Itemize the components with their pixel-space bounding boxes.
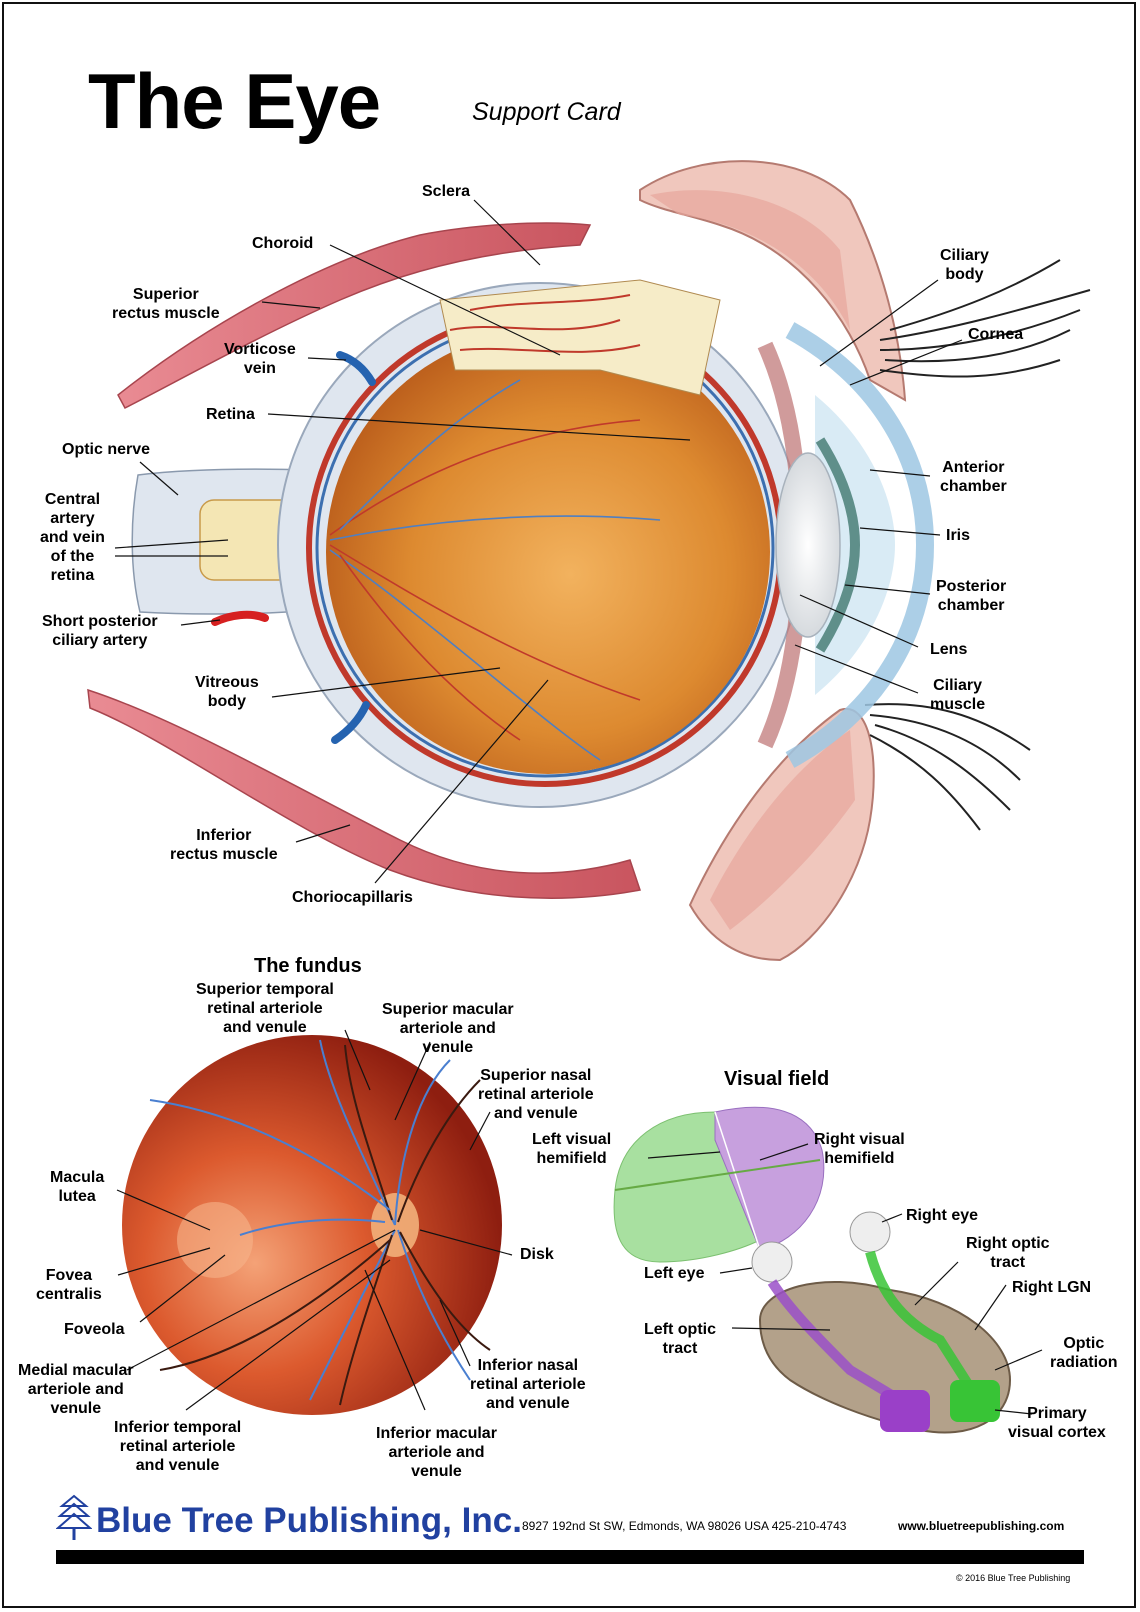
fundus-illustration: [116, 1029, 513, 1415]
brain-section: [758, 1281, 1012, 1434]
wall-cutaway: [439, 279, 721, 396]
fundus-title: The fundus: [254, 955, 362, 977]
right-hemifield-shape: [714, 1106, 825, 1251]
footer-divider: [56, 1550, 1084, 1564]
vitreous-body: [326, 330, 770, 774]
cornea: [785, 322, 935, 768]
vorticose-vein-lower: [331, 701, 370, 744]
eye-cross-section: [87, 160, 1091, 962]
label-cornea: Cornea: [968, 326, 1024, 343]
left-eye-globe: [751, 1241, 793, 1283]
fundus-vessels: [149, 1039, 491, 1406]
iris: [815, 437, 861, 653]
lower-eyelid-inner: [710, 730, 855, 930]
label-right-eye: Right eye: [906, 1207, 979, 1224]
label-optic-nerve: Optic nerve: [62, 441, 151, 458]
label-choriocapillaris: Choriocapillaris: [292, 889, 413, 906]
label-right-lgn: Right LGN: [1012, 1279, 1092, 1296]
right-visual-cortex: [950, 1380, 1000, 1422]
visual-field-title: Visual field: [724, 1068, 830, 1090]
fundus-leader-lines: [116, 1029, 513, 1411]
vorticose-vein-upper: [336, 351, 376, 386]
upper-eyelid-inner: [650, 190, 850, 330]
hemifield-divider: [714, 1111, 761, 1251]
choroid-vessels: [449, 294, 641, 353]
upper-eyelid: [639, 160, 907, 402]
label-sclera: Sclera: [422, 183, 471, 200]
left-visual-cortex: [880, 1390, 930, 1432]
vf-leader-lines: [647, 1143, 1043, 1415]
retinal-vessels: [329, 379, 661, 761]
fundus-disc: [122, 1035, 502, 1415]
copyright: © 2016 Blue Tree Publishing: [956, 1573, 1071, 1583]
visual-field-illustration: [613, 1106, 1043, 1434]
left-hemifield-shape: [613, 1111, 761, 1263]
right-optic-tract: [865, 1250, 980, 1398]
label-retina: Retina: [206, 406, 255, 423]
macula: [177, 1202, 253, 1278]
inferior-rectus-muscle: [87, 688, 641, 899]
label-iris: Iris: [946, 527, 971, 544]
eye-leader-lines: [114, 199, 963, 884]
superior-rectus-muscle: [117, 222, 592, 410]
label-lens: Lens: [930, 641, 968, 658]
eyelashes: [864, 259, 1091, 831]
page-title: The Eye: [88, 57, 381, 145]
company-website[interactable]: www.bluetreepublishing.com: [898, 1519, 1065, 1533]
right-eye-globe: [849, 1211, 891, 1253]
company-address: 8927 192nd St SW, Edmonds, WA 98026 USA …: [522, 1519, 847, 1533]
label-choroid: Choroid: [252, 235, 314, 252]
lens: [775, 452, 841, 638]
label-foveola: Foveola: [64, 1321, 125, 1338]
short-posterior-ciliary-artery: [211, 610, 269, 626]
label-left-eye: Left eye: [644, 1265, 705, 1282]
tree-logo-icon: [56, 1494, 92, 1540]
label-disk: Disk: [520, 1246, 554, 1263]
page-subtitle: Support Card: [472, 98, 621, 126]
company-name: Blue Tree Publishing, Inc.: [96, 1501, 522, 1540]
hemifield-axis: [614, 1159, 821, 1191]
